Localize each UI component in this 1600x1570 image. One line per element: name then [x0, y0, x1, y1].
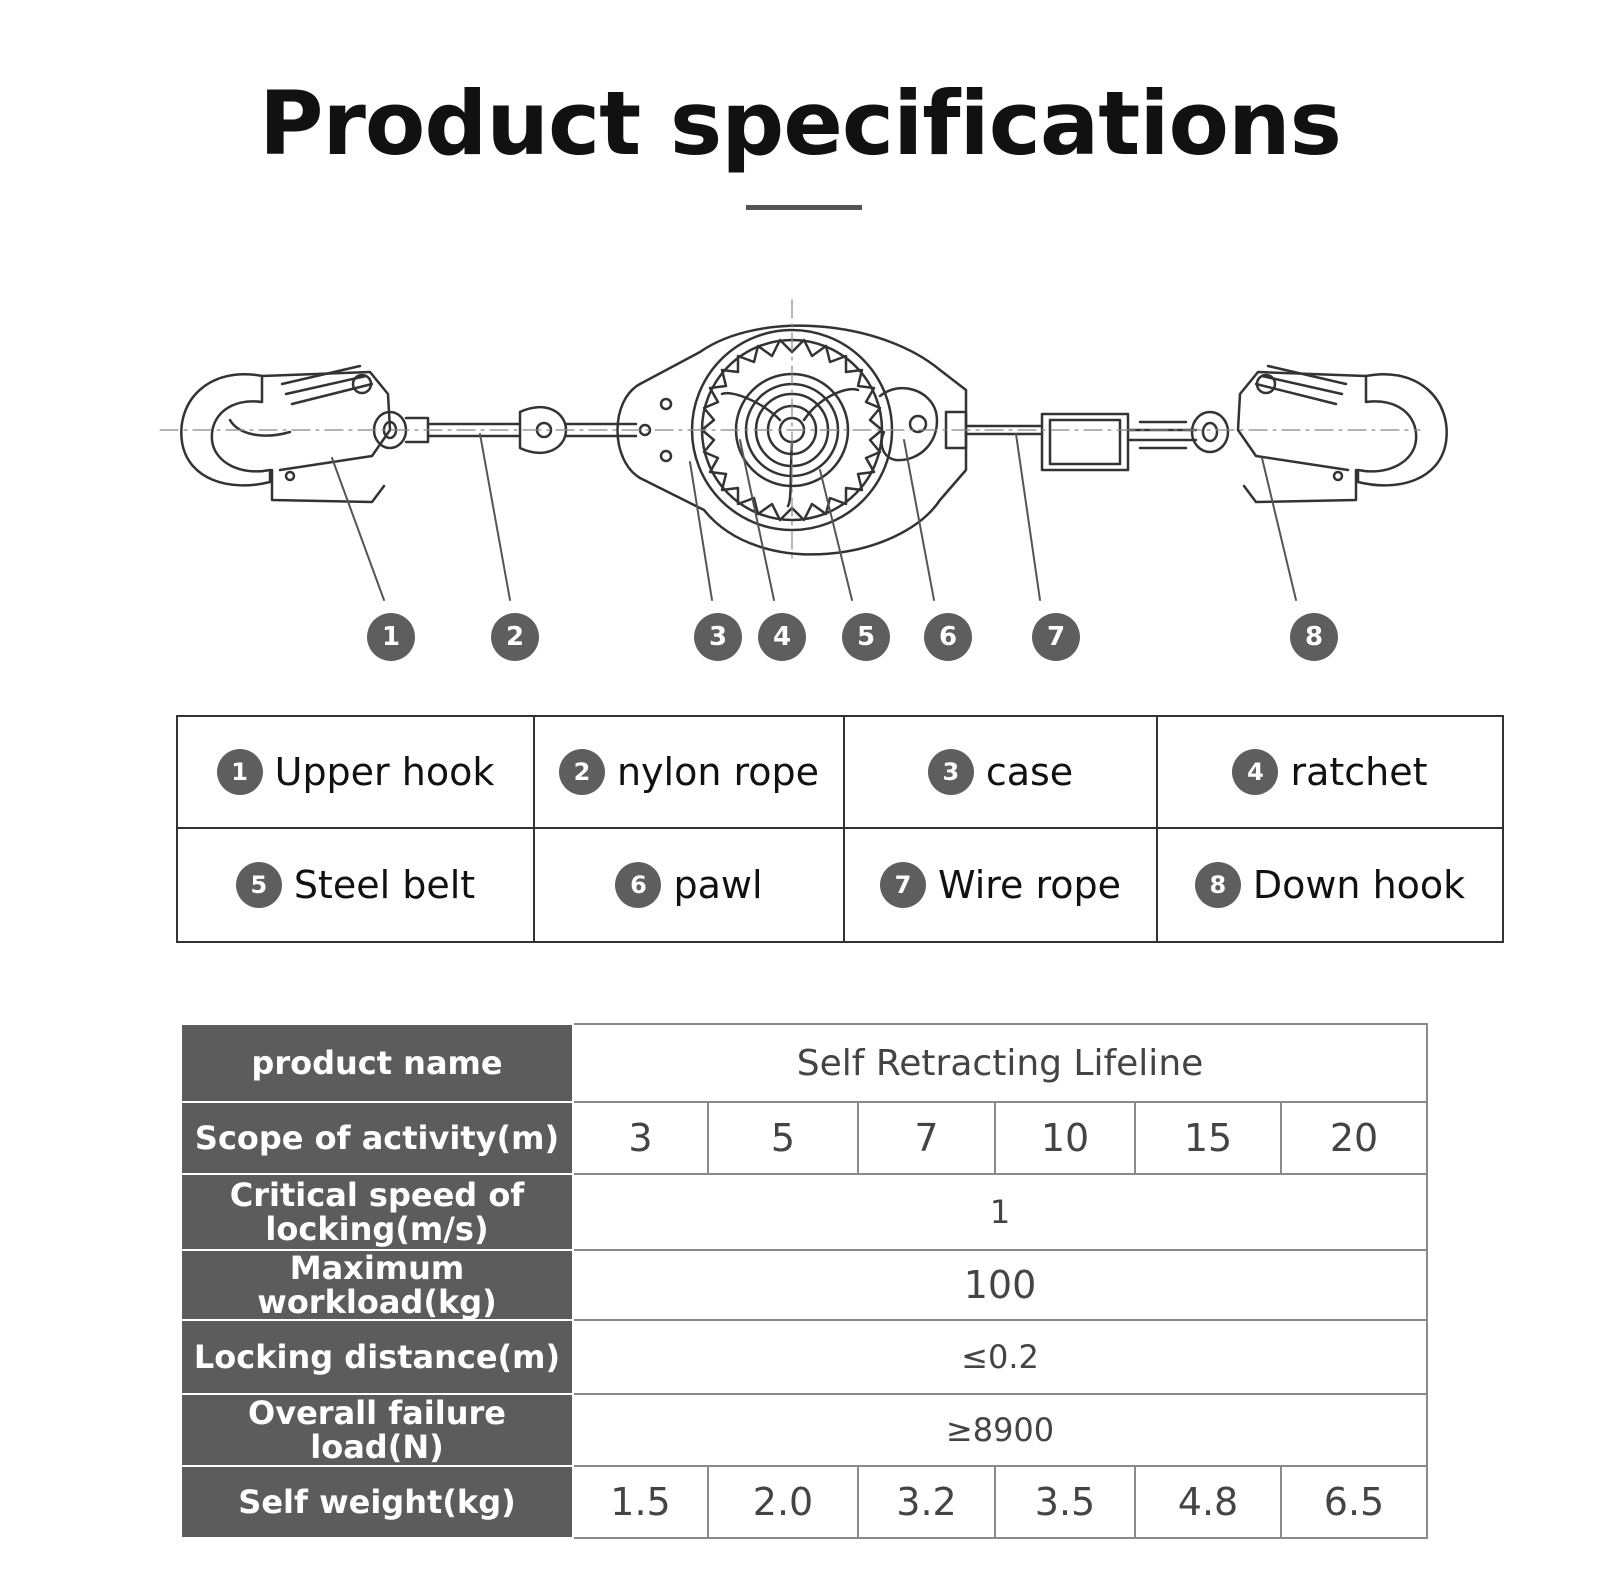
spec-value: 2.0 [707, 1465, 859, 1539]
upper-hook-drawing [180, 364, 392, 504]
part-label: nylon rope [616, 750, 820, 794]
part-label: Wire rope [937, 863, 1122, 907]
part-label: case [985, 750, 1074, 794]
part-number-icon: 8 [1194, 862, 1241, 908]
spec-value: 3.5 [994, 1465, 1136, 1539]
spec-value: 15 [1134, 1101, 1282, 1175]
part-number-icon: 7 [879, 862, 926, 908]
spec-value: 100 [571, 1249, 1429, 1321]
down-hook-drawing [1190, 364, 1448, 504]
spec-row-failure-load: Overall failure load(N) ≥8900 [180, 1393, 1429, 1467]
spec-value: 7 [857, 1101, 996, 1175]
part-number-icon: 4 [1232, 749, 1279, 795]
part-number-icon: 3 [927, 749, 974, 795]
part-badge-3: 3 [694, 613, 742, 661]
spec-value: ≥8900 [571, 1393, 1429, 1467]
specifications-table: product name Self Retracting Lifeline Sc… [180, 1023, 1429, 1539]
spec-row-self-weight: Self weight(kg) 1.5 2.0 3.2 3.5 4.8 6.5 [180, 1465, 1429, 1539]
title-underline [746, 205, 862, 210]
page-title: Product specifications [259, 72, 1342, 175]
wire-rope-drawing [944, 410, 1198, 472]
spec-value: 6.5 [1279, 1465, 1429, 1539]
part-number-icon: 2 [558, 749, 605, 795]
spec-value: 10 [994, 1101, 1136, 1175]
part-label: ratchet [1290, 750, 1428, 794]
part-number-icon: 5 [235, 862, 282, 908]
spec-value: 1.5 [572, 1465, 709, 1539]
part-badge-5: 5 [842, 613, 890, 661]
spec-row-scope: Scope of activity(m) 3 5 7 10 15 20 [180, 1101, 1429, 1175]
spec-value: Self Retracting Lifeline [571, 1023, 1429, 1103]
part-badge-1: 1 [367, 613, 415, 661]
spec-value: 3 [572, 1101, 709, 1175]
part-number-icon: 1 [216, 749, 263, 795]
spec-label: Locking distance(m) [180, 1319, 574, 1395]
pawl-drawing [878, 386, 939, 462]
spec-label: Overall failure load(N) [180, 1393, 574, 1467]
part-badge-2: 2 [491, 613, 539, 661]
spec-row-locking-distance: Locking distance(m) ≤0.2 [180, 1319, 1429, 1395]
part-label: Down hook [1252, 863, 1466, 907]
lifeline-technical-drawing [159, 299, 1448, 601]
spec-value: 1 [571, 1173, 1429, 1251]
part-badge-4: 4 [758, 613, 806, 661]
spec-value: 5 [707, 1101, 859, 1175]
spec-value: 3.2 [857, 1465, 996, 1539]
spec-label: Critical speed of locking(m/s) [180, 1173, 574, 1251]
spec-label: Scope of activity(m) [180, 1101, 574, 1175]
part-badge-8: 8 [1290, 613, 1338, 661]
part-label: Upper hook [274, 750, 495, 794]
spec-row-critical-speed: Critical speed of locking(m/s) 1 [180, 1173, 1429, 1251]
part-badge-7: 7 [1032, 613, 1080, 661]
part-label: Steel belt [293, 863, 476, 907]
spec-value: 4.8 [1134, 1465, 1282, 1539]
case-drawing [616, 324, 968, 556]
spec-row-max-workload: Maximum workload(kg) 100 [180, 1249, 1429, 1321]
part-number-icon: 6 [615, 862, 662, 908]
spec-value: 20 [1279, 1101, 1429, 1175]
spec-label: Self weight(kg) [180, 1465, 574, 1539]
part-label: pawl [673, 863, 763, 907]
spec-value: ≤0.2 [571, 1319, 1429, 1395]
part-badge-6: 6 [924, 613, 972, 661]
spec-label: Maximum workload(kg) [180, 1249, 574, 1321]
spec-label: product name [180, 1023, 574, 1103]
spec-row-product-name: product name Self Retracting Lifeline [180, 1023, 1429, 1103]
